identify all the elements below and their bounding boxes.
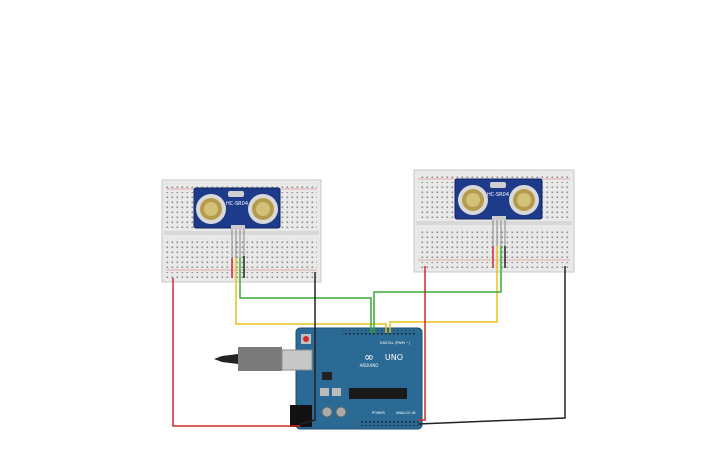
microcontroller-chip <box>349 388 407 399</box>
wire-right-power[interactable] <box>418 266 426 421</box>
wire-right-echo[interactable] <box>373 246 502 333</box>
sensor-right-label: HC-SR04 <box>487 192 509 198</box>
digital-header <box>342 330 417 335</box>
arduino-logo-icon: ∞ <box>364 350 374 364</box>
wire-left-power[interactable] <box>172 278 300 427</box>
sensor-left-pins <box>231 229 245 258</box>
reset-button[interactable] <box>303 336 309 342</box>
power-label: POWER <box>372 411 386 415</box>
arduino-model: UNO <box>385 353 403 362</box>
sensor-right-pins <box>492 220 506 246</box>
sensor-left-label: HC-SR04 <box>226 201 248 207</box>
ultrasonic-sensor-right[interactable]: HC-SR04 <box>454 178 543 220</box>
wire-left-ground[interactable] <box>299 272 316 425</box>
digital-label: DIGITAL (PWM ~) <box>380 341 411 345</box>
arduino-uno-board[interactable]: ∞ ARDUINO UNO DIGITAL (PWM ~) POWER ANAL… <box>214 327 423 430</box>
ultrasonic-sensor-left[interactable]: HC-SR04 <box>193 187 281 229</box>
wire-left-echo[interactable] <box>239 258 372 333</box>
power-analog-header <box>360 421 418 426</box>
usb-connector <box>238 347 282 371</box>
wire-right-trig[interactable] <box>389 246 498 333</box>
wire-left-trig[interactable] <box>235 258 387 333</box>
arduino-logo-text: ARDUINO <box>360 363 379 368</box>
wire-right-ground[interactable] <box>417 266 566 425</box>
analog-label: ANALOG IN <box>396 411 416 415</box>
